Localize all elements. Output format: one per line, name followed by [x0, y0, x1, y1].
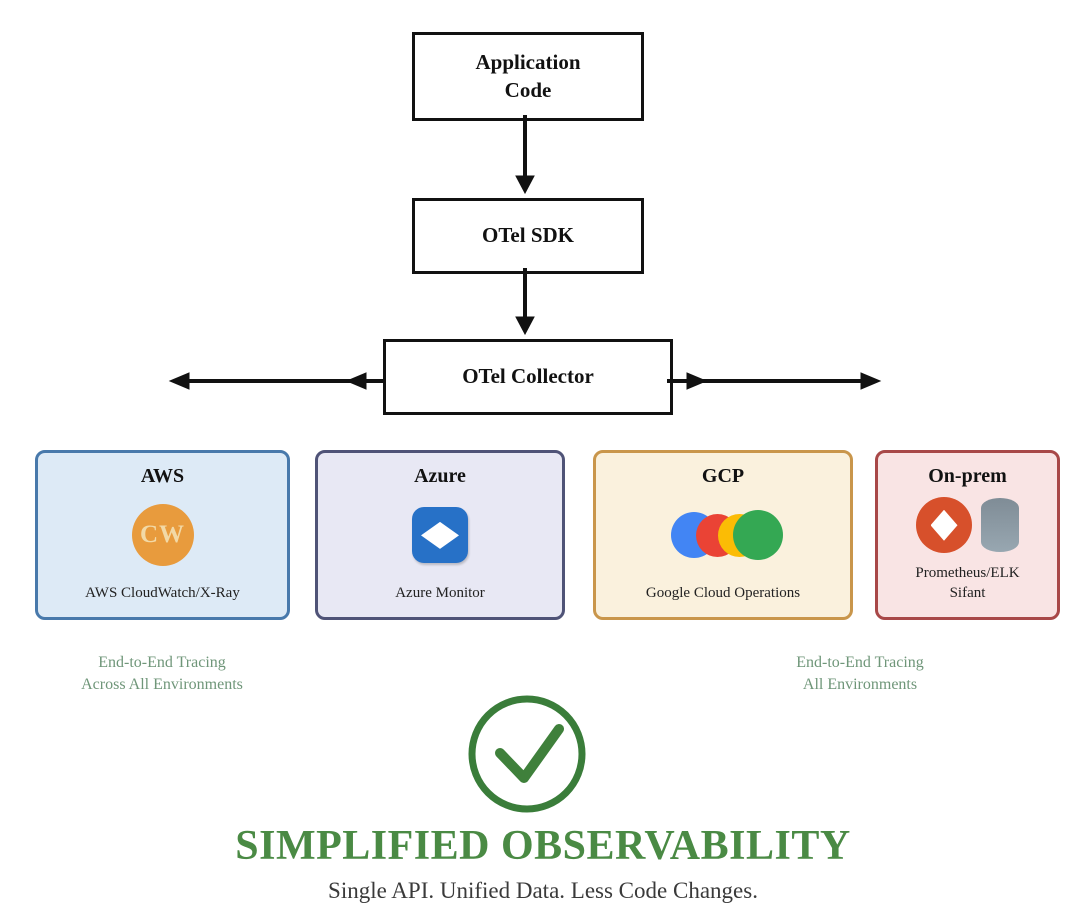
azure-monitor-icon [412, 507, 468, 564]
card-icon-zone [916, 488, 1019, 563]
card-icon-zone: CW [131, 488, 194, 583]
card-icon-zone [412, 488, 468, 583]
annotation-tracing-right: End-to-End Tracing All Environments [796, 654, 924, 693]
subtitle-benefits: Single API. Unified Data. Less Code Chan… [328, 878, 758, 903]
card-caption-onprem: Prometheus/ELK Sifant [915, 564, 1020, 601]
card-caption-aws: AWS CloudWatch/X-Ray [85, 584, 240, 601]
flow-node-otel-collector: OTel Collector [383, 339, 673, 415]
destination-card-onprem: On-prem Prometheus/ELK Sifant [875, 450, 1060, 620]
gcp-green-circle-icon [733, 510, 783, 561]
flow-node-otel-sdk: OTel SDK [412, 198, 644, 274]
annotation-tracing-left: End-to-End Tracing Across All Environmen… [81, 654, 243, 693]
headline-simplified-observability: SIMPLIFIED OBSERVABILITY [235, 823, 851, 869]
arrowhead-right-icon [860, 372, 882, 390]
destination-card-gcp: GCP Google Cloud Operations [593, 450, 853, 620]
prometheus-diamond-glyph [930, 509, 958, 541]
card-title-aws: AWS [140, 465, 185, 487]
arrowhead-down-icon [515, 175, 535, 195]
prometheus-icon [916, 497, 972, 554]
flow-node-application-code: Application Code [412, 32, 644, 121]
card-title-azure: Azure [414, 465, 466, 487]
onprem-icons-group [916, 497, 1019, 554]
card-icon-zone [671, 488, 783, 583]
cloudwatch-icon-label: CW [139, 521, 186, 549]
card-title-onprem: On-prem [928, 465, 1007, 487]
card-title-gcp: GCP [701, 465, 745, 487]
destination-card-azure: Azure Azure Monitor [315, 450, 565, 620]
cloudwatch-icon: CW [131, 504, 194, 567]
azure-diamond-glyph [421, 521, 459, 549]
card-caption-azure: Azure Monitor [395, 584, 485, 601]
check-circle-icon [468, 695, 586, 813]
google-cloud-circles-icon [671, 509, 783, 561]
destination-card-aws: AWS CW AWS CloudWatch/X-Ray [35, 450, 290, 620]
arrowhead-right-icon [686, 372, 708, 390]
database-icon [981, 498, 1019, 553]
arrowhead-down-icon [515, 316, 535, 336]
arrowhead-left-icon [168, 372, 190, 390]
arrowhead-left-icon [345, 372, 367, 390]
card-caption-gcp: Google Cloud Operations [645, 584, 801, 601]
